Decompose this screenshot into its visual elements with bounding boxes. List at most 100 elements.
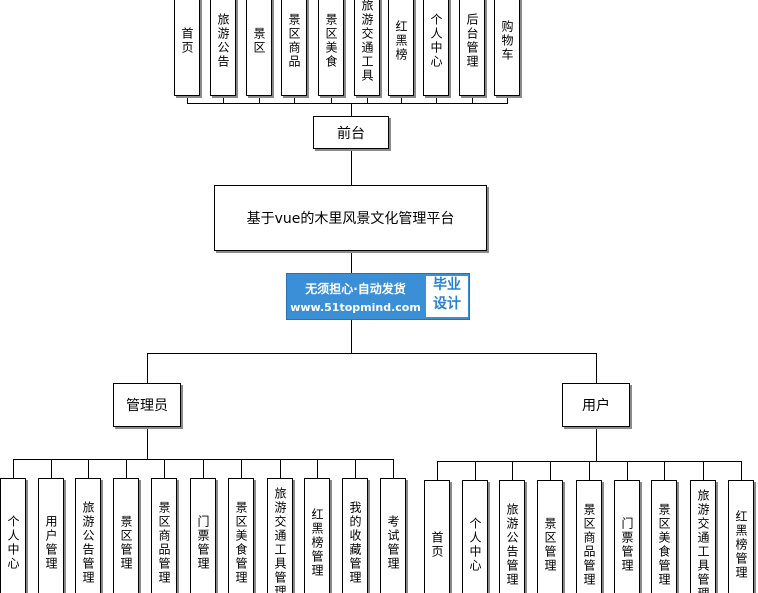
admin-item-box: 景区商品管理 (151, 478, 177, 593)
frontend-item-label: 红黑榜 (394, 20, 408, 62)
user-item-connector (437, 461, 438, 480)
user-node: 用户 (562, 383, 630, 427)
frontend-item-label: 首页 (180, 27, 194, 55)
frontend-item-label: 景区商品 (287, 13, 301, 69)
admin-item-box: 旅游交通工具管理 (267, 478, 293, 593)
user-item-label: 首页 (430, 531, 444, 559)
admin-item-box: 个人中心 (0, 478, 26, 593)
frontend-item-label: 旅游交通工具 (360, 0, 374, 83)
frontend-item-box: 旅游公告 (210, 0, 236, 96)
admin-item-label: 旅游交通工具管理 (273, 487, 287, 593)
admin-item-label: 个人中心 (6, 515, 20, 571)
admin-item-box: 景区管理 (113, 478, 139, 593)
user-item-connector (475, 461, 476, 480)
admin-item-connector (241, 459, 242, 478)
admin-item-box: 我的收藏管理 (342, 478, 368, 593)
user-bus-line (437, 461, 742, 462)
admin-item-label: 旅游公告管理 (81, 501, 95, 585)
user-item-box: 红黑榜管理 (728, 480, 754, 593)
frontend-node-label: 前台 (337, 125, 365, 142)
watermark-text-block: 无须担心·自动发货 www.51topmind.com (287, 274, 424, 319)
frontend-item-box: 后台管理 (459, 0, 485, 96)
user-item-box: 景区商品管理 (576, 480, 602, 593)
frontend-item-label: 后台管理 (465, 13, 479, 69)
frontend-item-box: 个人中心 (423, 0, 449, 96)
admin-item-box: 红黑榜管理 (304, 478, 330, 593)
admin-item-connector (88, 459, 89, 478)
admin-item-connector (355, 459, 356, 478)
frontend-item-connector (436, 96, 437, 103)
frontend-item-box: 首页 (174, 0, 200, 96)
admin-item-connector (126, 459, 127, 478)
admin-item-label: 景区美食管理 (234, 501, 248, 585)
watermark-url: www.51topmind.com (290, 301, 421, 314)
frontend-item-box: 景区 (246, 0, 272, 96)
watermark-badge-line1: 毕业 (433, 277, 461, 293)
user-item-connector (627, 461, 628, 480)
frontend-item-box: 景区商品 (281, 0, 307, 96)
user-connector (596, 353, 597, 383)
frontend-item-connector (367, 96, 368, 103)
frontend-item-connector (472, 96, 473, 103)
user-item-box: 旅游交通工具管理 (690, 480, 716, 593)
admin-item-box: 旅游公告管理 (75, 478, 101, 593)
admin-bus-line (13, 459, 394, 460)
watermark-badge: 毕业 设计 (426, 276, 468, 317)
admin-connector (147, 353, 148, 383)
frontend-item-box: 旅游交通工具 (354, 0, 380, 96)
admin-trunk-line (147, 427, 148, 459)
user-trunk-line (596, 427, 597, 461)
frontend-item-label: 个人中心 (429, 13, 443, 69)
user-node-label: 用户 (582, 398, 610, 414)
user-item-label: 旅游公告管理 (505, 503, 519, 587)
frontend-item-label: 购物车 (500, 20, 514, 62)
user-item-label: 个人中心 (468, 517, 482, 573)
admin-item-connector (280, 459, 281, 478)
admin-item-label: 景区商品管理 (157, 501, 171, 585)
user-item-label: 景区美食管理 (657, 503, 671, 587)
user-item-connector (664, 461, 665, 480)
frontend-item-connector (507, 96, 508, 103)
admin-item-label: 红黑榜管理 (310, 508, 324, 578)
frontend-item-connector (223, 96, 224, 103)
frontend-item-label: 旅游公告 (216, 13, 230, 69)
admin-item-box: 用户管理 (38, 478, 64, 593)
frontend-root-connector (351, 149, 352, 185)
admin-item-box: 景区美食管理 (228, 478, 254, 593)
user-item-box: 门票管理 (614, 480, 640, 593)
user-item-box: 个人中心 (462, 480, 488, 593)
user-item-label: 景区商品管理 (582, 503, 596, 587)
user-item-box: 首页 (424, 480, 450, 593)
user-item-connector (550, 461, 551, 480)
frontend-item-label: 景区 (252, 27, 266, 55)
admin-node-label: 管理员 (126, 398, 168, 414)
frontend-item-connector (331, 96, 332, 103)
root-node: 基于vue的木里风景文化管理平台 (214, 185, 487, 251)
user-item-label: 门票管理 (620, 517, 634, 573)
frontend-item-box: 红黑榜 (388, 0, 414, 96)
user-item-label: 红黑榜管理 (734, 510, 748, 580)
admin-item-label: 考试管理 (386, 515, 400, 571)
role-bus-line (147, 353, 597, 354)
frontend-item-connector (294, 96, 295, 103)
admin-item-connector (203, 459, 204, 478)
admin-item-label: 用户管理 (44, 515, 58, 571)
user-item-label: 景区管理 (543, 517, 557, 573)
root-node-label: 基于vue的木里风景文化管理平台 (246, 211, 455, 227)
user-item-connector (741, 461, 742, 480)
frontend-item-connector (401, 96, 402, 103)
frontend-item-box: 购物车 (494, 0, 520, 96)
watermark-line1: 无须担心·自动发货 (305, 282, 406, 296)
frontend-item-connector (187, 96, 188, 103)
watermark-badge-line2: 设计 (433, 296, 461, 312)
admin-item-box: 门票管理 (190, 478, 216, 593)
admin-item-label: 景区管理 (119, 515, 133, 571)
watermark-banner: 无须担心·自动发货 www.51topmind.com 毕业 设计 (286, 273, 470, 320)
admin-item-connector (393, 459, 394, 478)
user-item-connector (512, 461, 513, 480)
frontend-item-connector (259, 96, 260, 103)
user-item-box: 景区美食管理 (651, 480, 677, 593)
admin-item-connector (51, 459, 52, 478)
admin-node: 管理员 (113, 383, 181, 427)
